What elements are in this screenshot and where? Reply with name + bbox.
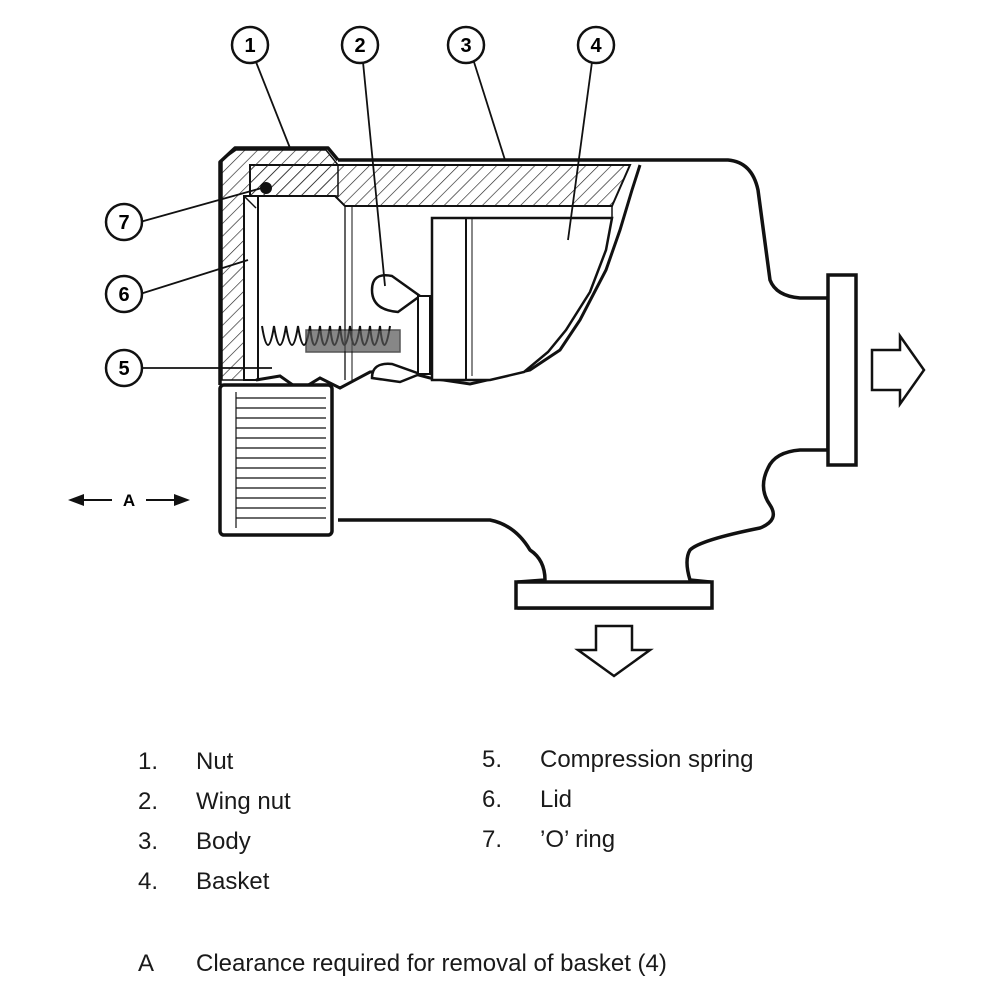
legend-label-compression-spring: Compression spring (540, 746, 754, 773)
dimension-label-a: A (123, 491, 135, 510)
callout-4: 4 (576, 25, 616, 65)
o-ring (260, 182, 272, 194)
body-outline (338, 158, 830, 610)
callout-6: 6 (104, 274, 144, 314)
knurl-lines (235, 392, 326, 528)
legend-num-6: 6. (482, 786, 503, 813)
callout-5: 5 (104, 348, 144, 388)
legend-num-2: 2. (138, 788, 159, 815)
basket (430, 216, 614, 382)
legend-label-o-ring: ’O’ ring (540, 826, 616, 853)
svg-text:1: 1 (244, 35, 255, 57)
callout-1: 1 (230, 25, 270, 65)
legend-note-clearance: Clearance required for removal of basket… (196, 950, 667, 977)
callout-7: 7 (104, 202, 144, 242)
outlet-flow-arrow-right (870, 332, 926, 408)
svg-text:3: 3 (460, 35, 471, 57)
spring-rod (305, 329, 401, 353)
nut-outline (218, 146, 340, 385)
legend-label-body: Body (196, 828, 251, 855)
legend-label-lid: Lid (540, 786, 573, 813)
lid-section (243, 195, 259, 381)
wing-nut (370, 274, 423, 314)
legend-num-7: 7. (482, 826, 503, 853)
outlet-flange (826, 273, 858, 467)
legend-label-nut: Nut (196, 748, 234, 775)
leader-lines (139, 61, 593, 369)
outlet-flow-arrow-down (574, 624, 654, 678)
svg-text:7: 7 (118, 212, 129, 234)
svg-text:4: 4 (590, 35, 602, 57)
legend-num-4: 4. (138, 868, 159, 895)
legend-num-1: 1. (138, 748, 159, 775)
legend-label-wing-nut: Wing nut (196, 788, 291, 815)
svg-text:5: 5 (118, 358, 129, 380)
svg-text:2: 2 (354, 35, 365, 57)
callout-3: 3 (446, 25, 486, 65)
legend-num-3: 3. (138, 828, 159, 855)
legend-note-key: A (138, 950, 155, 977)
clearance-dimension: A (68, 491, 190, 510)
legend-num-5: 5. (482, 746, 503, 773)
bottom-flange (514, 580, 714, 610)
svg-text:6: 6 (118, 284, 129, 306)
legend-label-basket: Basket (196, 868, 270, 895)
compression-spring (261, 325, 391, 346)
callout-2: 2 (340, 25, 380, 65)
strainer-cross-section-diagram: A 1 2 3 4 5 6 7 (68, 25, 926, 678)
